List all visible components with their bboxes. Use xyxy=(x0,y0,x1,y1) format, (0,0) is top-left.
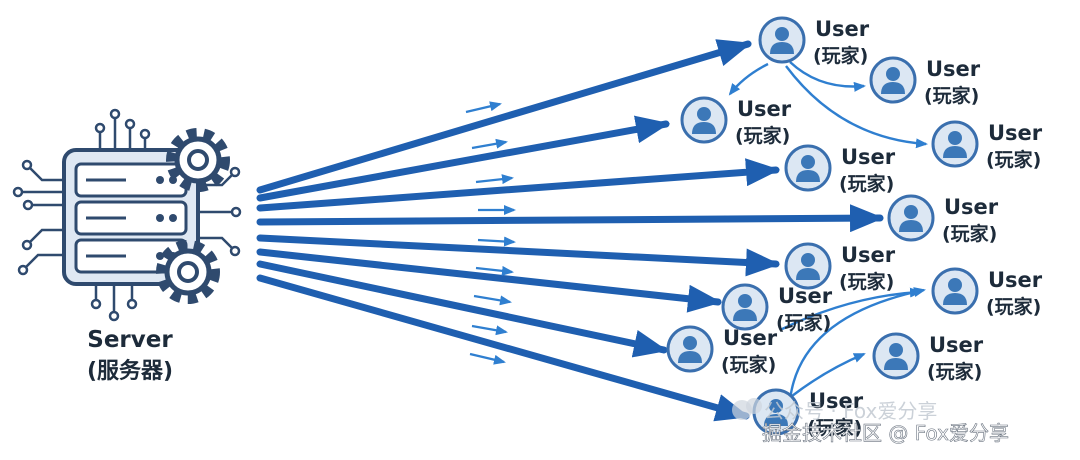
circuit-traces-top xyxy=(94,108,151,150)
gear-icon xyxy=(156,240,220,304)
arrow-to-user xyxy=(256,248,722,313)
user-avatar-icon xyxy=(931,120,979,168)
user-subtitle-label: (玩家) xyxy=(735,124,790,147)
flow-indicator-arrows xyxy=(465,101,516,365)
user-subtitle-label: (玩家) xyxy=(986,148,1041,171)
user-avatar-icon xyxy=(784,242,832,290)
user-subtitle-label: (玩家) xyxy=(924,84,979,107)
user-node: User (玩家) xyxy=(931,267,1043,318)
user-subtitle-label: (玩家) xyxy=(813,44,868,67)
user-name-label: User xyxy=(988,121,1043,145)
broadcast-arrows xyxy=(256,39,884,422)
user-node: User (玩家) xyxy=(784,242,896,293)
user-avatar-icon xyxy=(872,332,920,380)
user-node: User (玩家) xyxy=(869,56,981,107)
user-avatar-icon xyxy=(680,96,728,144)
user-node: User (玩家) xyxy=(680,96,792,147)
relay-arrows xyxy=(728,61,928,401)
user-avatar-icon xyxy=(758,16,806,64)
user-name-label: User xyxy=(723,326,778,350)
arrow-to-user xyxy=(256,158,780,212)
user-subtitle-label: (玩家) xyxy=(942,222,997,245)
user-subtitle-label: (玩家) xyxy=(807,416,862,439)
arrow-to-user xyxy=(256,115,670,202)
server-rack-icon xyxy=(12,108,242,322)
user-name-label: User xyxy=(988,268,1043,292)
server-subtitle-label: (服务器) xyxy=(87,359,173,384)
user-avatar-icon xyxy=(721,283,769,331)
watermark-back-text: 公众号 · Fox爱分享 xyxy=(764,399,937,423)
users-layer: User(玩家)User(玩家)User(玩家)User(玩家)User(玩家)… xyxy=(666,16,1043,439)
circuit-traces-right xyxy=(196,166,242,257)
user-node: User (玩家) xyxy=(752,388,864,439)
user-subtitle-label: (玩家) xyxy=(839,270,894,293)
gear-icon xyxy=(166,128,230,192)
user-name-label: User xyxy=(929,333,984,357)
user-name-label: User xyxy=(944,195,999,219)
user-node: User (玩家) xyxy=(666,325,778,376)
user-avatar-icon xyxy=(887,194,935,242)
user-name-label: User xyxy=(926,57,981,81)
user-subtitle-label: (玩家) xyxy=(839,172,894,195)
user-name-label: User xyxy=(737,97,792,121)
user-node: User (玩家) xyxy=(872,332,984,383)
user-subtitle-label: (玩家) xyxy=(986,295,1041,318)
watermark: 公众号 · Fox爱分享 掘金技术社区 @ Fox爱分享 xyxy=(732,398,1009,445)
user-name-label: User xyxy=(809,389,864,413)
user-avatar-icon xyxy=(666,325,714,373)
user-node: User (玩家) xyxy=(887,194,999,245)
user-node: User (玩家) xyxy=(931,120,1043,171)
server-name-label: Server xyxy=(87,327,173,353)
user-node: User (玩家) xyxy=(784,144,896,195)
user-name-label: User xyxy=(841,243,896,267)
user-name-label: User xyxy=(815,17,870,41)
user-name-label: User xyxy=(778,284,833,308)
watermark-front-text: 掘金技术社区 @ Fox爱分享 xyxy=(762,421,1009,445)
user-subtitle-label: (玩家) xyxy=(776,311,831,334)
user-avatar-icon xyxy=(869,56,917,104)
user-subtitle-label: (玩家) xyxy=(721,353,776,376)
arrow-to-user xyxy=(256,204,884,233)
user-subtitle-label: (玩家) xyxy=(927,360,982,383)
circuit-traces-left xyxy=(12,159,66,276)
user-avatar-icon xyxy=(784,144,832,192)
user-node: User (玩家) xyxy=(721,283,833,334)
user-node: User (玩家) xyxy=(758,16,870,67)
arrow-to-user xyxy=(256,260,668,358)
user-name-label: User xyxy=(841,145,896,169)
arrow-to-user xyxy=(256,39,752,194)
user-avatar-icon xyxy=(931,267,979,315)
arrow-to-user xyxy=(256,234,780,277)
arrow-to-user xyxy=(256,274,750,422)
circuit-traces-bottom xyxy=(90,282,138,322)
user-avatar-icon xyxy=(752,388,800,436)
